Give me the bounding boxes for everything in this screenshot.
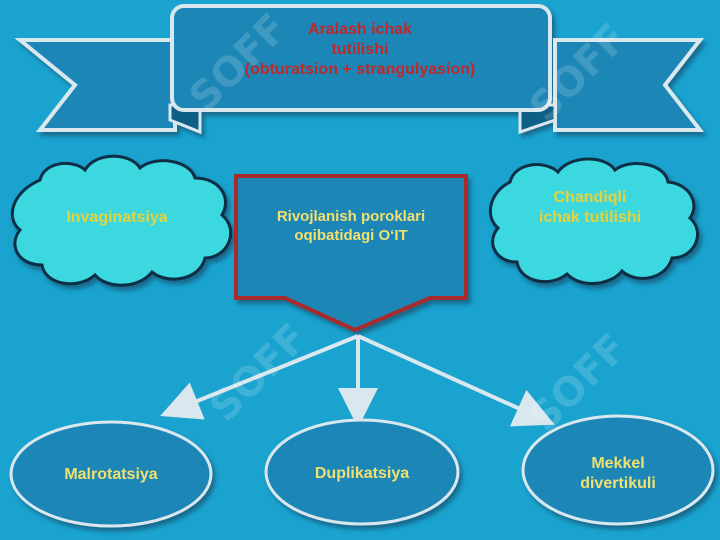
oval-left-label: Malrotatsiya	[64, 466, 158, 483]
cloud-right-line-1: Chandiqli	[553, 189, 627, 206]
oval-right-line-1: Mekkel	[591, 455, 645, 472]
cloud-left-label: Invaginatsiya	[66, 209, 168, 226]
connector-left	[160, 334, 359, 420]
central-arrow	[234, 174, 468, 333]
banner-line-3: (obturatsion + strangulyasion)	[244, 61, 476, 78]
oval-center	[264, 418, 460, 526]
banner-line-1: Aralash ichak	[307, 21, 413, 38]
oval-right-line-2: divertikuli	[580, 475, 656, 492]
central-arrow-line-2: oqibatidagi O‘IT	[294, 226, 408, 244]
cloud-right-label: Chandiqli ichak tutilishi	[495, 188, 685, 228]
central-arrow-label: Rivojlanish poroklari oqibatidagi O‘IT	[245, 208, 457, 246]
ribbon-right-tail	[553, 38, 705, 132]
banner-title: Aralash ichak tutilishi (obturatsion + s…	[182, 20, 538, 80]
oval-right-label: Mekkel divertikuli	[528, 454, 708, 494]
cloud-left	[10, 154, 233, 287]
oval-right	[521, 414, 715, 526]
connector-right	[357, 334, 555, 427]
ribbon-body	[170, 4, 552, 112]
oval-left	[9, 420, 213, 528]
ribbon-banner	[14, 4, 705, 135]
cloud-right	[488, 157, 700, 285]
cloud-right-line-2: ichak tutilishi	[538, 209, 642, 226]
banner-line-2: tutilishi	[331, 41, 389, 58]
oval-center-label: Duplikatsiya	[314, 465, 410, 482]
central-arrow-line-1: Rivojlanish poroklari	[276, 208, 426, 225]
ribbon-left-tail	[14, 38, 177, 132]
